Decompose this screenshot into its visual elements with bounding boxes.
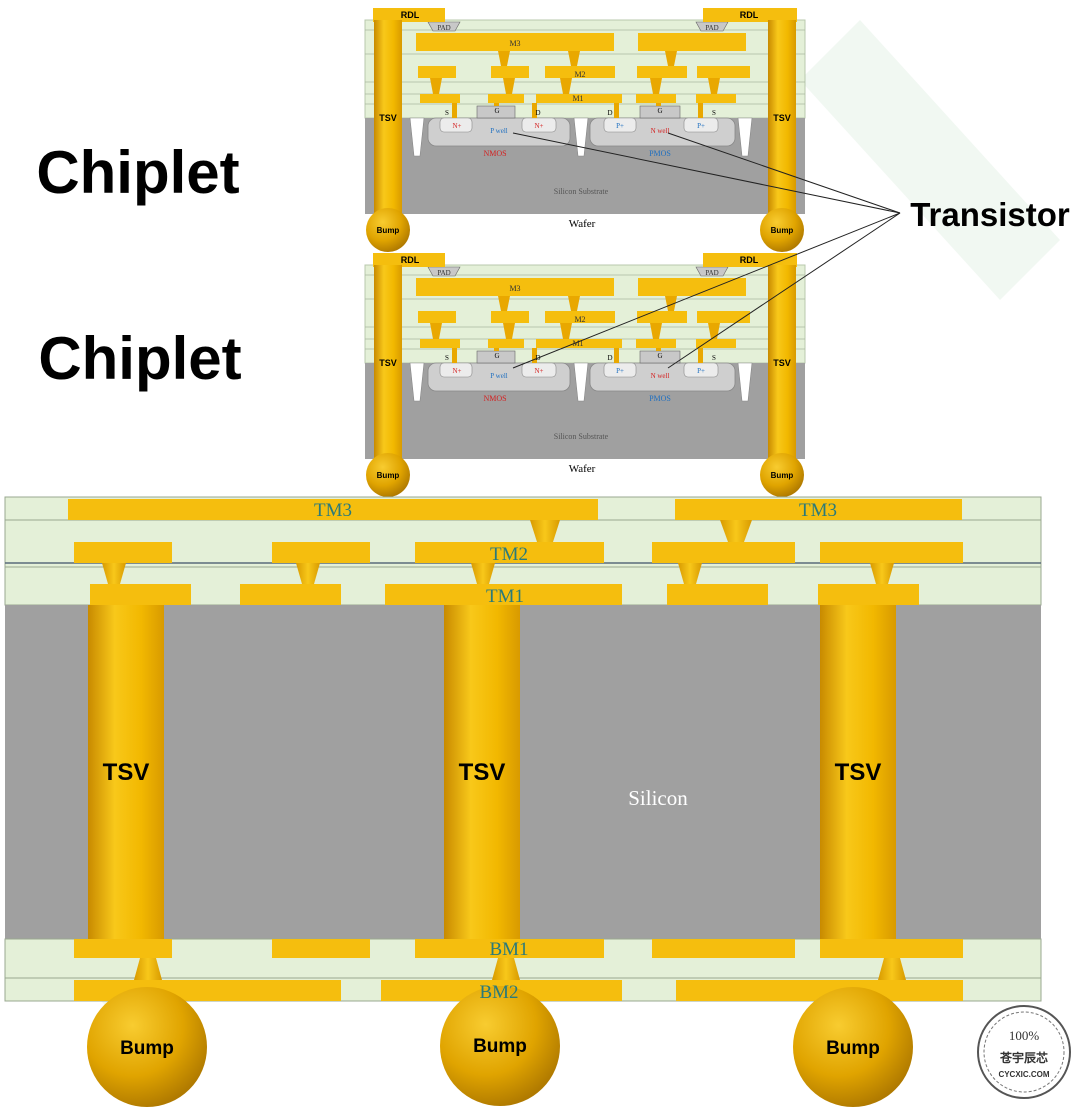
pad-label: PAD: [705, 24, 718, 32]
n-well-label: N well: [651, 127, 670, 135]
tm3-label: TM3: [314, 500, 352, 521]
tsv-right: [820, 605, 896, 939]
bm2-label: BM2: [479, 982, 518, 1003]
m2-label: M2: [574, 70, 585, 79]
drain-label: D: [535, 109, 540, 117]
transistor-label: Transistor: [910, 196, 1070, 233]
tsv-right: [768, 20, 796, 218]
tm2-label: TM2: [490, 544, 528, 565]
substrate-label: Silicon Substrate: [554, 187, 609, 196]
m1-label: M1: [572, 94, 583, 103]
bump-left: [87, 987, 207, 1107]
p-well-label: P well: [490, 127, 507, 135]
logo-domain: CYCXIC.COM: [998, 1070, 1049, 1079]
transistor-callout-lines: [512, 132, 901, 369]
gate-label: G: [657, 107, 662, 115]
gate-label: G: [494, 107, 499, 115]
source-label: S: [712, 109, 716, 117]
bump-label: Bump: [473, 1036, 527, 1057]
drain-label: D: [607, 109, 612, 117]
p-plus-label: P+: [697, 122, 705, 130]
tsv-label: TSV: [459, 759, 506, 786]
tsv-left: [374, 20, 402, 218]
bump-label: Bump: [120, 1038, 174, 1059]
source-label: S: [445, 109, 449, 117]
tm3-label: TM3: [799, 500, 837, 521]
bm1-metal: [74, 939, 172, 958]
tm2-metal: [74, 542, 172, 563]
interposer: TM3 TM3 TM2 TM1 TSV TSV TSV Silicon BM1 …: [4, 496, 1042, 1107]
tsv-label: TSV: [379, 113, 397, 123]
bm1-label: BM1: [489, 939, 528, 960]
chiplet-title-bottom: Chiplet: [38, 325, 241, 392]
bump-right: [793, 987, 913, 1107]
pad: [427, 21, 461, 32]
silicon-label: Silicon: [628, 786, 688, 810]
rdl-label: RDL: [740, 10, 759, 20]
m3-label: M3: [509, 39, 520, 48]
n-plus-label: N+: [534, 122, 543, 130]
tsv-label: TSV: [103, 759, 150, 786]
wafer-label: Wafer: [569, 218, 596, 230]
chiplet-stack-bottom: [364, 252, 806, 498]
bump-left: [366, 208, 410, 252]
tsv-middle: [444, 605, 520, 939]
logo-name: 苍宇辰芯: [999, 1050, 1048, 1065]
n-plus-label: N+: [452, 122, 461, 130]
pad-label: PAD: [437, 24, 450, 32]
logo-percent: 100%: [1009, 1028, 1040, 1043]
tm1-metal: [90, 584, 191, 605]
tm3-metal: [675, 499, 962, 520]
bump-right: [760, 208, 804, 252]
bump-label: Bump: [377, 226, 400, 235]
chiplet-stack-top: RDL RDL PAD PAD M3 M2 M1 TSV TSV S G D D…: [364, 8, 806, 252]
brand-logo-stamp: 100% 苍宇辰芯 CYCXIC.COM: [977, 1005, 1071, 1099]
m3-metal: [416, 33, 614, 51]
rdl-right: [703, 8, 797, 22]
bump-label: Bump: [771, 226, 794, 235]
rdl-left: [373, 8, 445, 22]
tm1-label: TM1: [486, 586, 524, 607]
tsv-label: TSV: [773, 113, 791, 123]
pmos-label: PMOS: [649, 149, 671, 158]
nmos-label: NMOS: [483, 149, 506, 158]
chiplet-title-top: Chiplet: [36, 139, 239, 206]
bump-middle: [440, 986, 560, 1106]
tsv-label: TSV: [835, 759, 882, 786]
bump-label: Bump: [826, 1038, 880, 1059]
rdl-label: RDL: [401, 10, 420, 20]
p-plus-label: P+: [616, 122, 624, 130]
tsv-left: [88, 605, 164, 939]
tm3-metal: [68, 499, 598, 520]
